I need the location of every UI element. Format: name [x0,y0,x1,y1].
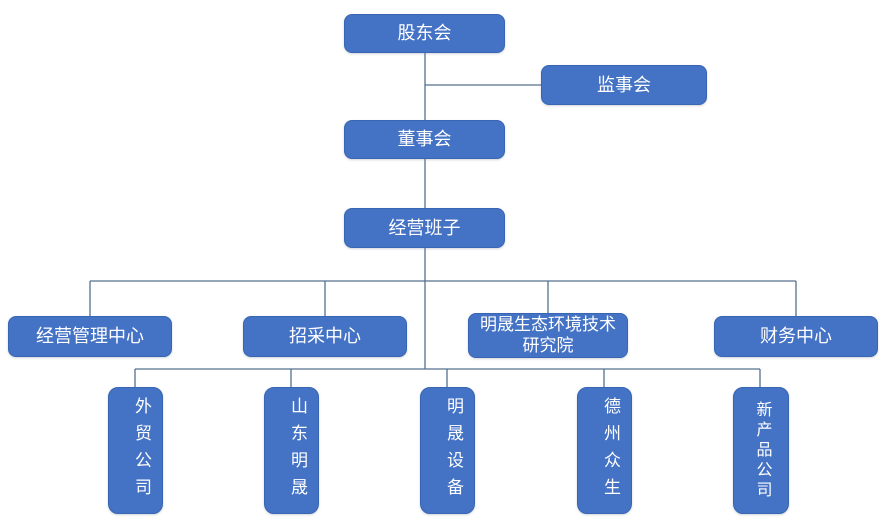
node-dezhou-zhongsheng: 德州众生 [577,387,632,514]
node-supervisory-board: 监事会 [541,65,707,105]
node-new-products-company: 新产品公司 [733,387,789,514]
node-management-team: 经营班子 [344,208,505,248]
node-shareholders-meeting: 股东会 [344,14,505,53]
node-procurement-center: 招采中心 [243,316,407,357]
node-operations-management-center: 经营管理中心 [8,316,172,357]
node-mingsheng-equipment: 明晟设备 [420,387,475,514]
node-foreign-trade-company: 外贸公司 [108,387,163,514]
node-shandong-mingsheng: 山东明晟 [264,387,319,514]
node-eco-environment-research-institute: 明晟生态环境技术研究院 [468,313,628,358]
node-board-of-directors: 董事会 [344,120,505,159]
node-finance-center: 财务中心 [714,316,878,357]
